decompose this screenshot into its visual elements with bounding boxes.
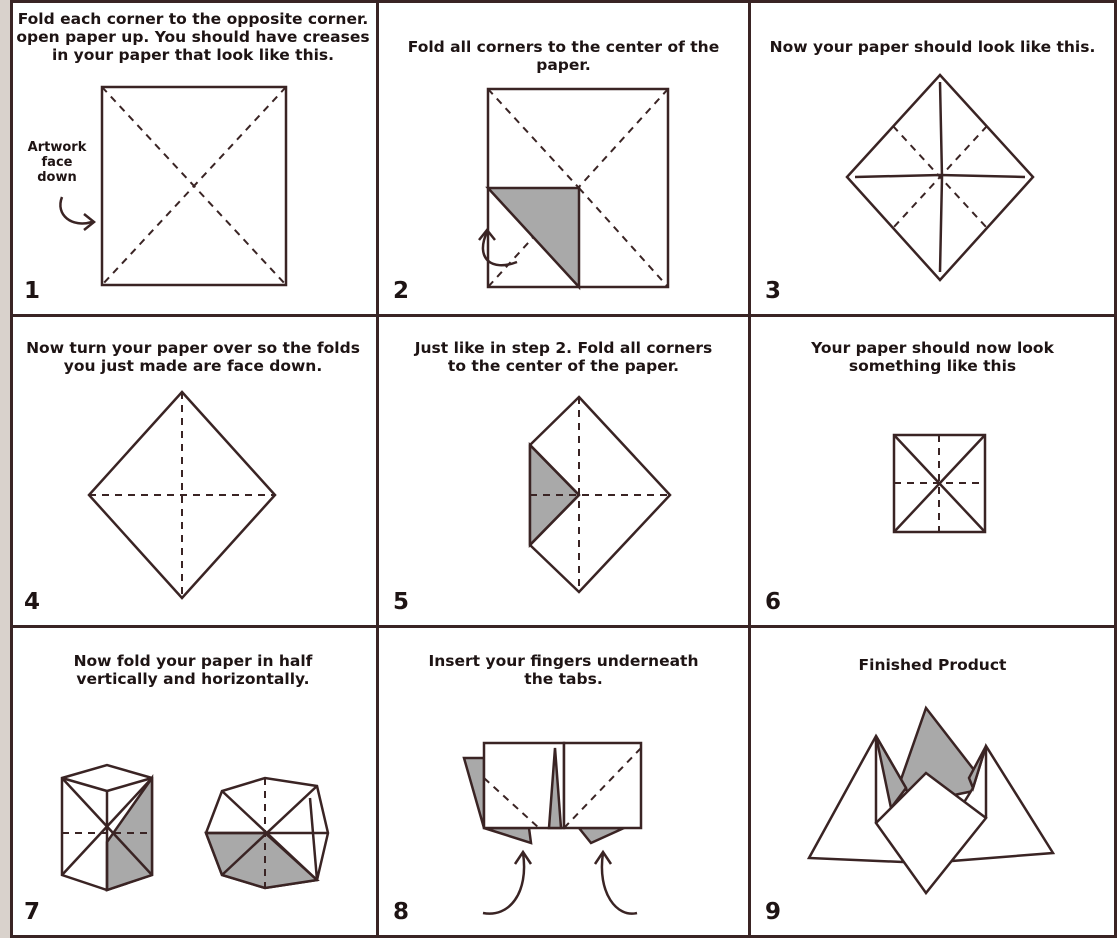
step-1-number: 1 xyxy=(24,278,41,304)
step-2-number: 2 xyxy=(393,278,410,304)
step-6-panel: Your paper should now look something lik… xyxy=(751,317,1117,628)
arrow-icon xyxy=(481,231,518,267)
step-3-panel: Now your paper should look like this. 3 xyxy=(751,0,1117,317)
step-9-number: 9 xyxy=(765,899,782,925)
step-9-caption: Finished Product xyxy=(858,656,1007,674)
step-5-number: 5 xyxy=(393,589,410,615)
step-3-number: 3 xyxy=(765,278,782,304)
step-9-panel: Finished Product 9 xyxy=(751,628,1117,938)
arrow-icon xyxy=(600,852,638,915)
step-4-caption: Now turn your paper over so the folds yo… xyxy=(26,339,360,375)
step-5-diagram xyxy=(528,395,672,594)
step-8-panel: Insert your fingers underneath the tabs.… xyxy=(379,628,751,938)
step-3-caption: Now your paper should look like this. xyxy=(769,38,1096,56)
instruction-sheet: Fold each corner to the opposite corner.… xyxy=(10,0,1117,938)
step-6-diagram xyxy=(892,433,987,534)
step-1-diagram xyxy=(59,85,288,287)
step-7-diagram xyxy=(60,763,330,892)
step-4-panel: Now turn your paper over so the folds yo… xyxy=(10,317,379,628)
step-7-number: 7 xyxy=(24,899,41,925)
step-9-diagram xyxy=(806,705,1056,896)
step-1-note: Artwork face down xyxy=(27,140,87,185)
step-7-caption: Now fold your paper in half vertically a… xyxy=(73,652,313,688)
step-2-panel: Fold all corners to the center of the pa… xyxy=(379,0,751,317)
step-6-caption: Your paper should now look something lik… xyxy=(811,339,1054,375)
step-6-number: 6 xyxy=(765,589,782,615)
step-7-panel: Now fold your paper in half vertically a… xyxy=(10,628,379,938)
step-8-number: 8 xyxy=(393,899,410,925)
step-1-panel: Fold each corner to the opposite corner.… xyxy=(10,0,379,317)
arrow-icon xyxy=(482,852,526,915)
step-2-caption: Fold all corners to the center of the pa… xyxy=(407,38,720,74)
step-5-caption: Just like in step 2. Fold all corners to… xyxy=(414,339,713,375)
step-3-diagram xyxy=(845,73,1035,282)
step-4-number: 4 xyxy=(24,589,41,615)
step-1-caption: Fold each corner to the opposite corner.… xyxy=(16,10,370,64)
step-8-caption: Insert your fingers underneath the tabs. xyxy=(428,652,699,688)
step-2-diagram xyxy=(478,87,670,291)
arrow-icon xyxy=(59,196,93,225)
step-8-diagram xyxy=(462,741,643,915)
step-5-panel: Just like in step 2. Fold all corners to… xyxy=(379,317,751,628)
step-4-diagram xyxy=(87,390,277,600)
